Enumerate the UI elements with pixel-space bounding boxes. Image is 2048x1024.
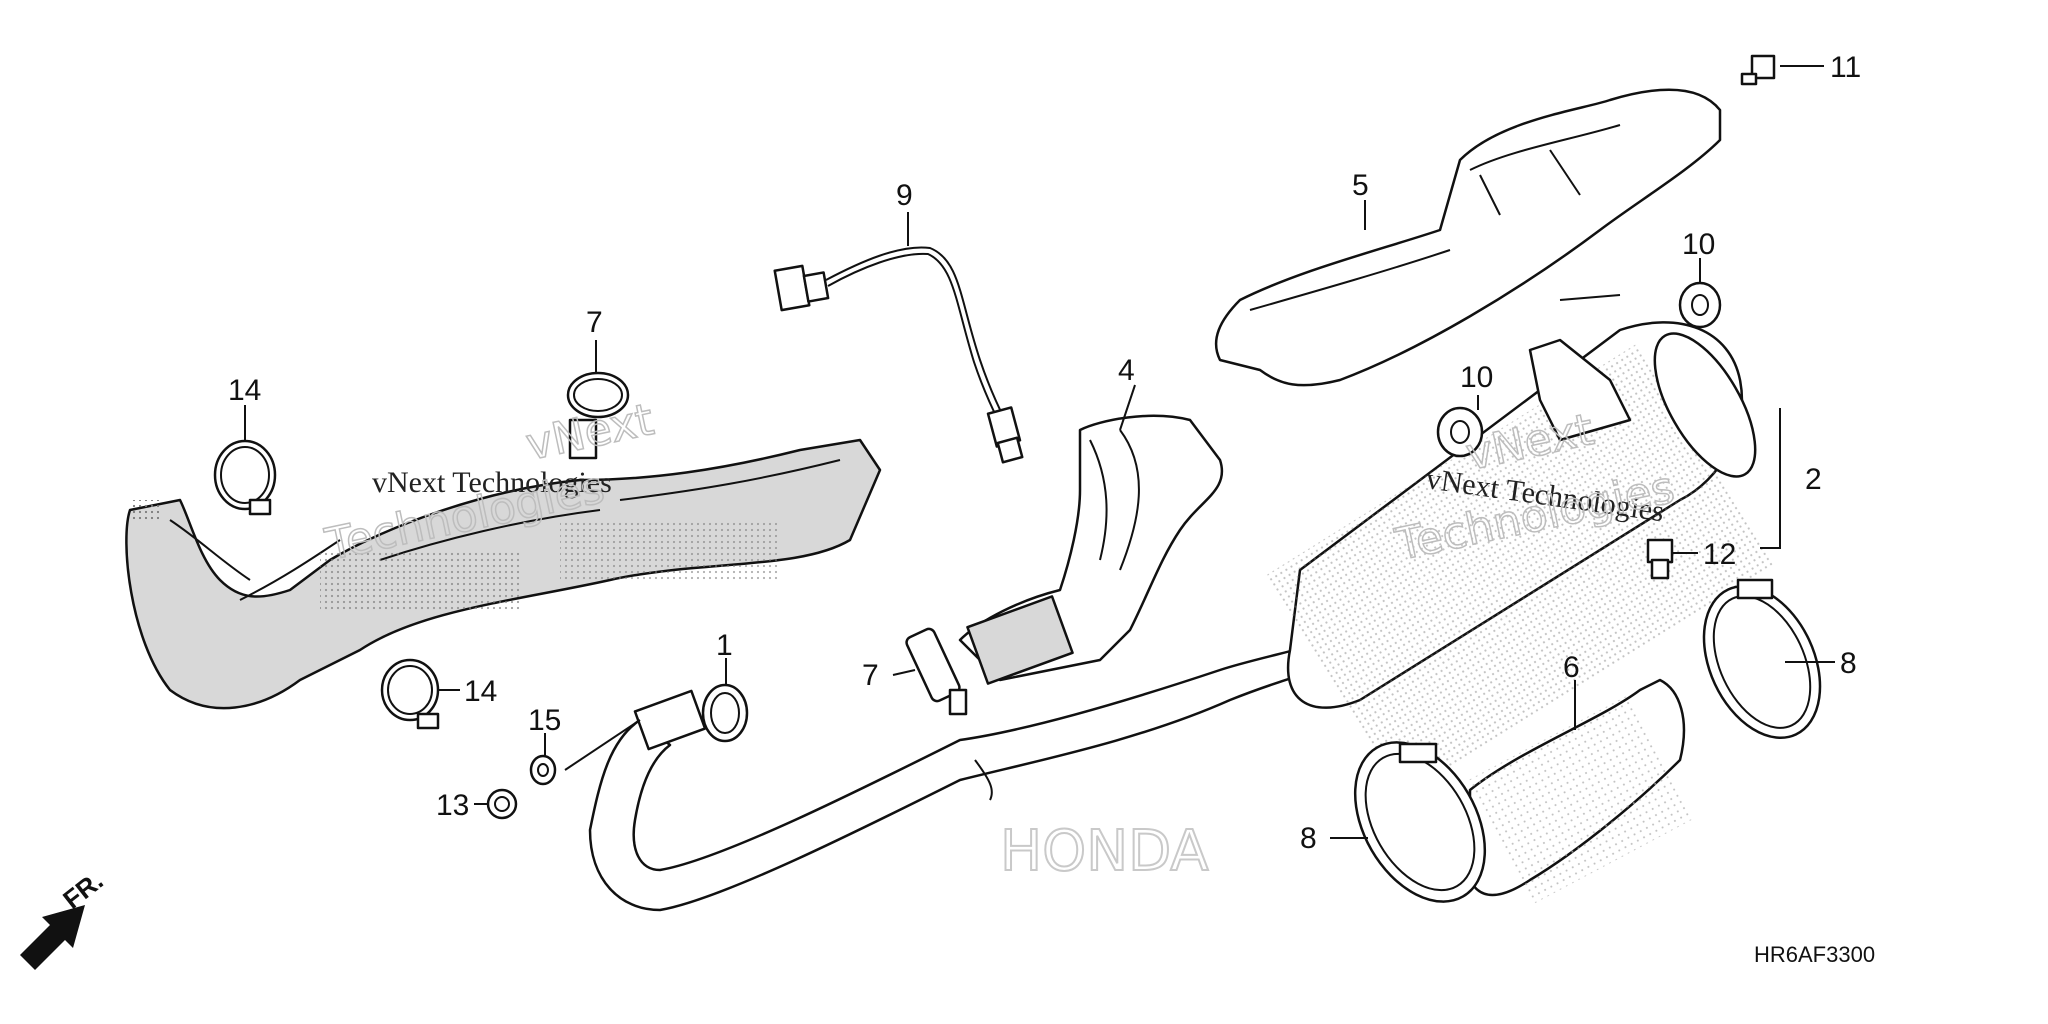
watermark-vnext-left: vNext xyxy=(522,394,658,471)
grommet-10-left xyxy=(1436,406,1484,458)
callout-15: 15 xyxy=(528,704,561,737)
exhaust-cover-4 xyxy=(958,414,1224,685)
gasket-1 xyxy=(701,683,749,743)
leader-lines xyxy=(244,65,1835,839)
diagram-code: HR6AF3300 xyxy=(1754,942,1875,967)
hose-clamp-lower xyxy=(380,658,440,730)
callout-9: 9 xyxy=(896,179,913,212)
bolt-11 xyxy=(1740,54,1776,86)
washer-15 xyxy=(529,754,557,786)
callout-6: 6 xyxy=(1563,651,1580,684)
grommet-10-right xyxy=(1678,281,1722,329)
direction-label: FR. xyxy=(57,865,108,914)
callout-5: 5 xyxy=(1352,169,1369,202)
callout-12: 12 xyxy=(1703,538,1736,571)
callout-11: 11 xyxy=(1830,51,1861,84)
callout-1: 1 xyxy=(716,629,733,662)
brand-watermark: HONDA xyxy=(999,818,1210,885)
callout-10-right: 10 xyxy=(1682,228,1715,261)
band-8-right xyxy=(1702,578,1822,740)
callout-14-upper: 14 xyxy=(228,374,261,407)
callout-4: 4 xyxy=(1118,354,1135,387)
callout-13: 13 xyxy=(436,789,469,822)
band-8-left xyxy=(1353,741,1487,903)
clamp-7-lower xyxy=(905,627,968,716)
callout-7-upper: 7 xyxy=(586,306,603,339)
exhaust-pipe xyxy=(588,638,1352,912)
watermark-left: vNext Technologies xyxy=(372,466,612,499)
oxygen-sensor xyxy=(773,246,1024,464)
rear-heat-shield-6 xyxy=(1467,678,1693,905)
bolt-12 xyxy=(1646,538,1674,580)
front-heat-shield xyxy=(125,438,882,710)
callout-7-lower: 7 xyxy=(862,659,879,692)
muffler-heat-shield-5 xyxy=(1214,88,1722,387)
callout-14-lower: 14 xyxy=(464,675,497,708)
clamp-7-upper xyxy=(566,371,630,460)
front-direction-arrow: FR. xyxy=(20,865,109,970)
callout-2: 2 xyxy=(1805,463,1822,496)
muffler-2 xyxy=(1264,294,1776,797)
brand-watermark-text: HONDA xyxy=(1000,819,1209,884)
nut-13 xyxy=(486,788,518,820)
callout-8-left: 8 xyxy=(1300,822,1317,855)
hose-clamp-upper xyxy=(213,439,277,516)
callout-10-left: 10 xyxy=(1460,361,1493,394)
callout-8-right: 8 xyxy=(1840,647,1857,680)
